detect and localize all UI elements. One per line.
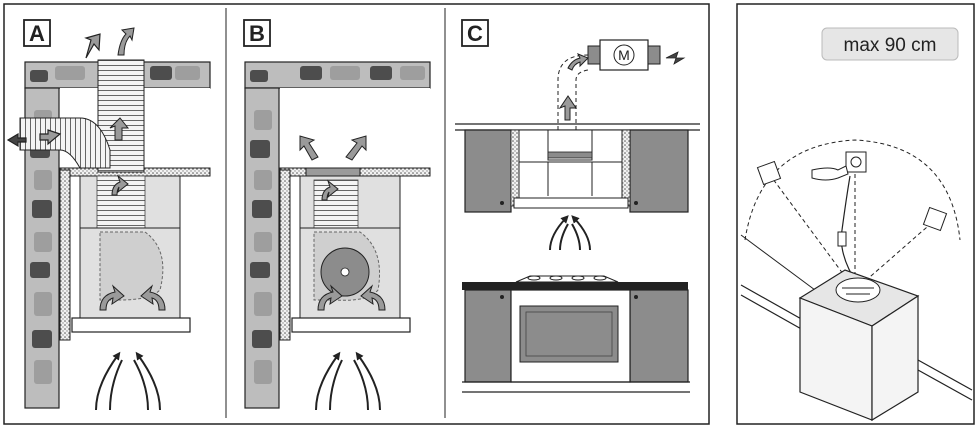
panel-label-box [461, 19, 489, 47]
reach-arc [744, 139, 961, 241]
panel-label-box [243, 19, 271, 47]
outlet-panel: max 90 cm [736, 3, 975, 425]
hand-icon [811, 165, 849, 181]
wall-stones [30, 66, 172, 348]
panel-a: A [6, 19, 211, 411]
motor-top [835, 277, 881, 303]
panel-label-box [23, 19, 51, 47]
base-cabinet [629, 289, 689, 383]
bent-duct [19, 117, 111, 169]
max-distance-badge [821, 27, 959, 61]
base-cabinet [464, 289, 512, 383]
airflow-arrows [299, 135, 386, 311]
outlet-right [922, 206, 948, 232]
panel-label: C [467, 21, 483, 46]
hood-bottom [71, 317, 191, 333]
panel-label: A [29, 21, 45, 46]
airflow-arrows [99, 27, 166, 311]
countertop [462, 282, 688, 290]
max-distance-label: max 90 cm [844, 35, 937, 56]
panel-c: C M [455, 19, 700, 393]
dashed-duct [557, 54, 589, 130]
cooktop-burners [515, 275, 619, 283]
outlet-left [756, 160, 782, 186]
panel-b: B [243, 19, 431, 411]
top-grille [305, 167, 361, 177]
upper-cabinet [629, 129, 689, 213]
power-cable [840, 175, 859, 286]
motor-symbol-text: M [618, 47, 630, 63]
panel-label: B [249, 21, 265, 46]
motor-symbol [613, 44, 635, 66]
upper-cabinet [464, 129, 512, 213]
hood-bottom [291, 317, 411, 333]
